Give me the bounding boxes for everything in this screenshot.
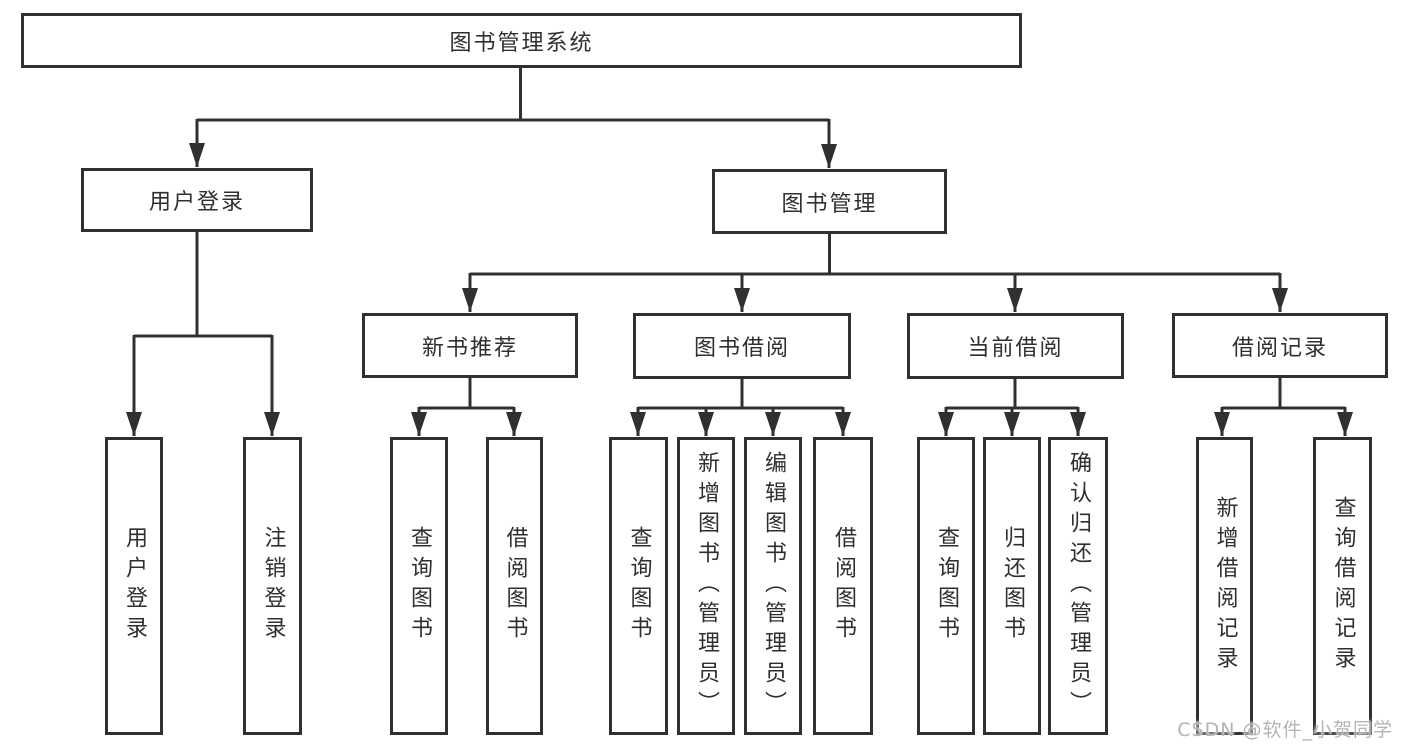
leaf-borrowing-add-book-admin-label: 新增图书（管理员） <box>694 451 719 721</box>
node-borrowing-records: 借阅记录 <box>1172 313 1388 378</box>
leaf-borrowing-borrow-book-label: 借阅图书 <box>831 526 856 646</box>
leaf-records-query-record: 查询借阅记录 <box>1313 437 1372 735</box>
node-book-management-label: 图书管理 <box>781 191 878 217</box>
node-book-management: 图书管理 <box>712 169 947 234</box>
node-borrowing-records-label: 借阅记录 <box>1231 335 1328 361</box>
leaf-current-query-book: 查询图书 <box>917 437 975 735</box>
leaf-logout: 注销登录 <box>243 437 302 735</box>
leaf-records-add-record-label: 新增借阅记录 <box>1212 496 1238 676</box>
leaf-user-login-label: 用户登录 <box>122 526 147 646</box>
leaf-records-add-record: 新增借阅记录 <box>1196 437 1253 735</box>
leaf-newbook-query-book: 查询图书 <box>390 437 448 735</box>
leaf-logout-label: 注销登录 <box>260 526 286 646</box>
leaf-current-return-book: 归还图书 <box>983 437 1041 735</box>
leaf-current-query-book-label: 查询图书 <box>934 526 959 646</box>
node-root-label: 图书管理系统 <box>449 30 594 56</box>
leaf-current-confirm-return-admin-label: 确认归还（管理员） <box>1066 451 1091 721</box>
csdn-watermark: CSDN @软件_小贺同学 <box>1177 719 1393 741</box>
leaf-borrowing-borrow-book: 借阅图书 <box>813 437 873 735</box>
leaf-borrowing-query-book-label: 查询图书 <box>626 526 652 646</box>
node-new-book-recommend: 新书推荐 <box>362 313 578 378</box>
leaf-borrowing-edit-book-admin: 编辑图书（管理员） <box>744 437 802 735</box>
leaf-newbook-borrow-book-label: 借阅图书 <box>502 526 528 646</box>
node-book-borrowing: 图书借阅 <box>633 313 851 379</box>
leaf-records-query-record-label: 查询借阅记录 <box>1330 496 1356 676</box>
node-new-book-recommend-label: 新书推荐 <box>421 335 518 361</box>
leaf-newbook-borrow-book: 借阅图书 <box>486 437 543 735</box>
leaf-current-confirm-return-admin: 确认归还（管理员） <box>1048 437 1108 735</box>
node-user-login: 用户登录 <box>81 168 313 232</box>
leaf-current-return-book-label: 归还图书 <box>1000 526 1025 646</box>
leaf-user-login: 用户登录 <box>105 437 163 735</box>
node-current-borrowing-label: 当前借阅 <box>967 336 1064 361</box>
node-user-login-label: 用户登录 <box>148 190 245 215</box>
leaf-borrowing-query-book: 查询图书 <box>609 437 668 735</box>
node-root: 图书管理系统 <box>21 13 1022 68</box>
leaf-borrowing-edit-book-admin-label: 编辑图书（管理员） <box>761 451 786 721</box>
node-current-borrowing: 当前借阅 <box>907 313 1124 379</box>
node-book-borrowing-label: 图书借阅 <box>693 336 790 361</box>
leaf-borrowing-add-book-admin: 新增图书（管理员） <box>677 437 735 735</box>
leaf-newbook-query-book-label: 查询图书 <box>407 526 432 646</box>
